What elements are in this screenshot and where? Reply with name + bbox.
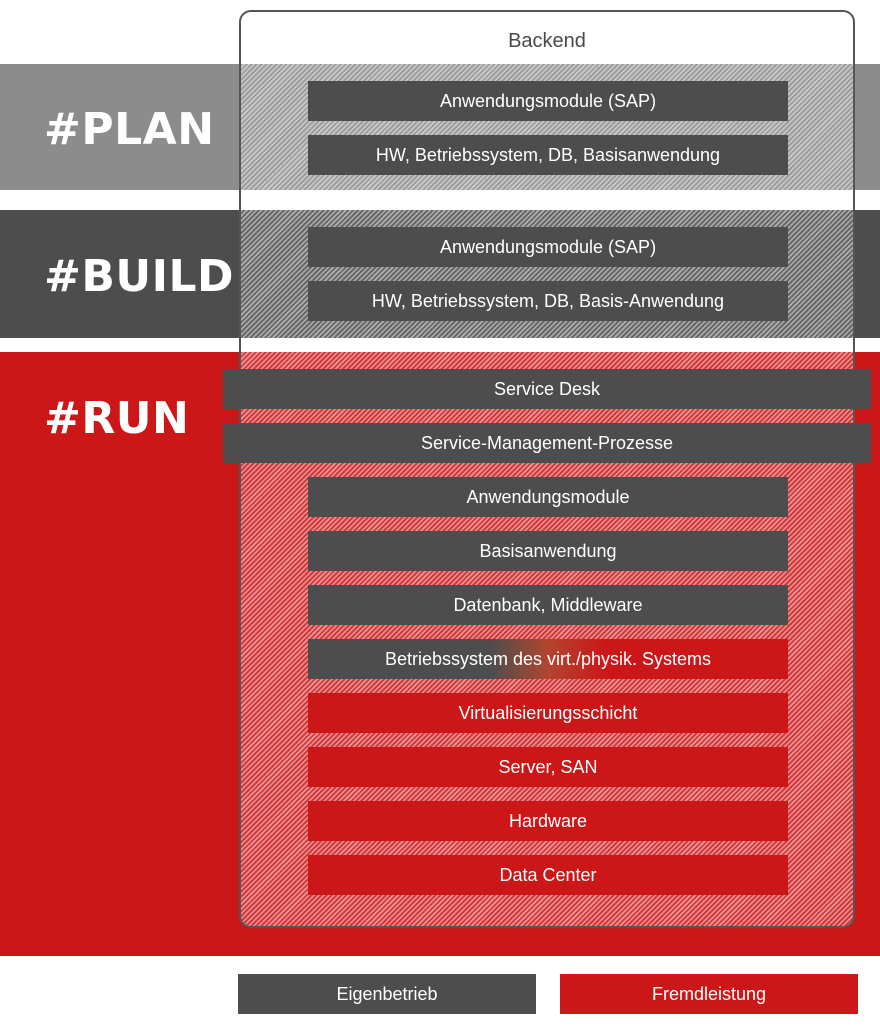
legend-eigenbetrieb: Eigenbetrieb	[238, 974, 536, 1014]
run-label: #RUN	[44, 393, 190, 444]
run-item-service-desk: Service Desk	[223, 369, 871, 409]
run-item-database-middleware: Datenbank, Middleware	[308, 585, 788, 625]
plan-item-application-modules: Anwendungsmodule (SAP)	[308, 81, 788, 121]
run-item-base-application: Basisanwendung	[308, 531, 788, 571]
build-label: #BUILD	[44, 251, 235, 302]
run-item-virtualization: Virtualisierungsschicht	[308, 693, 788, 733]
run-item-server-san: Server, SAN	[308, 747, 788, 787]
legend-fremdleistung: Fremdleistung	[560, 974, 858, 1014]
run-item-service-management: Service-Management-Prozesse	[223, 423, 871, 463]
run-item-data-center: Data Center	[308, 855, 788, 895]
run-item-hardware: Hardware	[308, 801, 788, 841]
plan-label: #PLAN	[44, 104, 215, 155]
run-item-application-modules: Anwendungsmodule	[308, 477, 788, 517]
run-item-operating-system: Betriebssystem des virt./physik. Systems	[308, 639, 788, 679]
build-item-infrastructure: HW, Betriebssystem, DB, Basis-Anwendung	[308, 281, 788, 321]
build-item-application-modules: Anwendungsmodule (SAP)	[308, 227, 788, 267]
plan-item-infrastructure: HW, Betriebssystem, DB, Basisanwendung	[308, 135, 788, 175]
backend-title: Backend	[508, 30, 586, 52]
